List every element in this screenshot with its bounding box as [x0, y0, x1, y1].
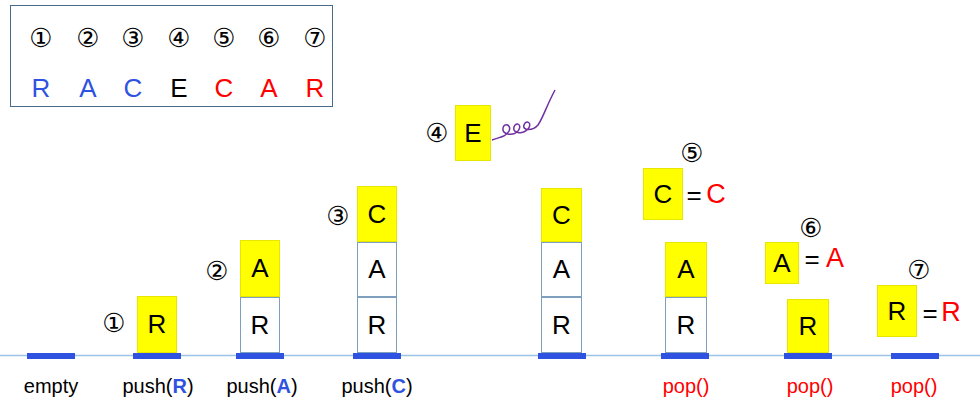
cell-letter: A [773, 249, 790, 278]
cell-letter: E [464, 119, 481, 148]
operation-label: pop() [663, 375, 710, 397]
step-number: ③ [121, 24, 144, 53]
highlighted-stack-cell: A [240, 240, 280, 297]
step-number: ⑤ [212, 24, 235, 53]
highlighted-stack-cell: R [787, 299, 829, 353]
operation-label: push(A) [226, 375, 297, 397]
highlighted-stack-cell: R [877, 285, 917, 337]
callout-number: ② [205, 257, 228, 286]
cell-letter: R [677, 311, 696, 340]
cell-letter: R [148, 310, 167, 339]
highlighted-stack-cell: E [455, 105, 491, 161]
sequence-panel: ①②③④⑤⑥⑦RACECAR [10, 5, 333, 107]
comparison-text: R [941, 298, 961, 328]
stack-cell: R [357, 297, 397, 353]
stack-bottom [891, 353, 939, 359]
stack-bottom [661, 353, 709, 359]
cell-letter: C [654, 180, 673, 209]
step-number: ① [29, 24, 52, 53]
step-number: ④ [167, 24, 190, 53]
cell-letter: R [251, 311, 270, 340]
cell-letter: C [552, 201, 571, 230]
operation-label: push(R) [122, 375, 193, 397]
stack-bottom [353, 353, 401, 359]
cell-letter: A [368, 255, 385, 284]
step-number: ⑦ [303, 24, 326, 53]
callout-number: ① [102, 309, 125, 338]
stack-bottom [27, 353, 75, 359]
callout-number: ⑥ [799, 214, 822, 243]
sequence-letter: A [260, 74, 277, 103]
stack-bottom [133, 353, 181, 359]
highlighted-stack-cell: R [137, 296, 177, 353]
cell-letter: C [368, 200, 387, 229]
step-number: ② [76, 24, 99, 53]
stack-bottom [538, 353, 586, 359]
stack-bottoms [27, 353, 939, 359]
highlighted-stack-cell: C [643, 168, 683, 220]
stack-cell: R [665, 297, 707, 353]
operation-label: pop() [891, 375, 938, 397]
stack-bottom [784, 353, 832, 359]
sequence-letter: R [32, 74, 51, 103]
cell-letter: A [677, 255, 694, 284]
stack-cell: A [541, 242, 582, 297]
comparison-text: C [706, 180, 726, 210]
cell-letter: A [553, 255, 570, 284]
cell-letter: R [799, 312, 818, 341]
stack-cell: R [541, 297, 582, 353]
sequence-letter: C [124, 74, 143, 103]
callout-number: ⑦ [907, 256, 930, 285]
cell-letter: A [251, 254, 268, 283]
highlighted-stack-cell: A [765, 242, 799, 284]
cell-letter: R [888, 297, 907, 326]
callout-number: ⑤ [680, 139, 703, 168]
cell-letter: R [368, 311, 387, 340]
cell-letter: R [552, 311, 571, 340]
comparison-text: = [804, 245, 819, 274]
step-number: ⑥ [257, 24, 280, 53]
highlighted-stack-cell: C [357, 186, 397, 242]
operation-label: pop() [787, 375, 834, 397]
sequence-letter: A [79, 74, 96, 103]
discard-squiggle [492, 90, 555, 140]
stack-cell: A [357, 242, 397, 297]
operation-label: empty [24, 375, 78, 397]
comparison-text: = [686, 181, 701, 210]
sequence-letter: C [215, 74, 234, 103]
operation-label: push(C) [341, 375, 412, 397]
stack-cell: R [240, 297, 280, 353]
callout-number: ③ [326, 202, 349, 231]
stack-bottom [236, 353, 284, 359]
sequence-letter: R [306, 74, 325, 103]
highlighted-stack-cell: C [541, 188, 582, 242]
comparison-text: A [826, 244, 844, 274]
sequence-letter: E [170, 74, 187, 103]
comparison-text: = [922, 299, 937, 328]
highlighted-stack-cell: A [665, 242, 707, 297]
callout-number: ④ [425, 119, 448, 148]
